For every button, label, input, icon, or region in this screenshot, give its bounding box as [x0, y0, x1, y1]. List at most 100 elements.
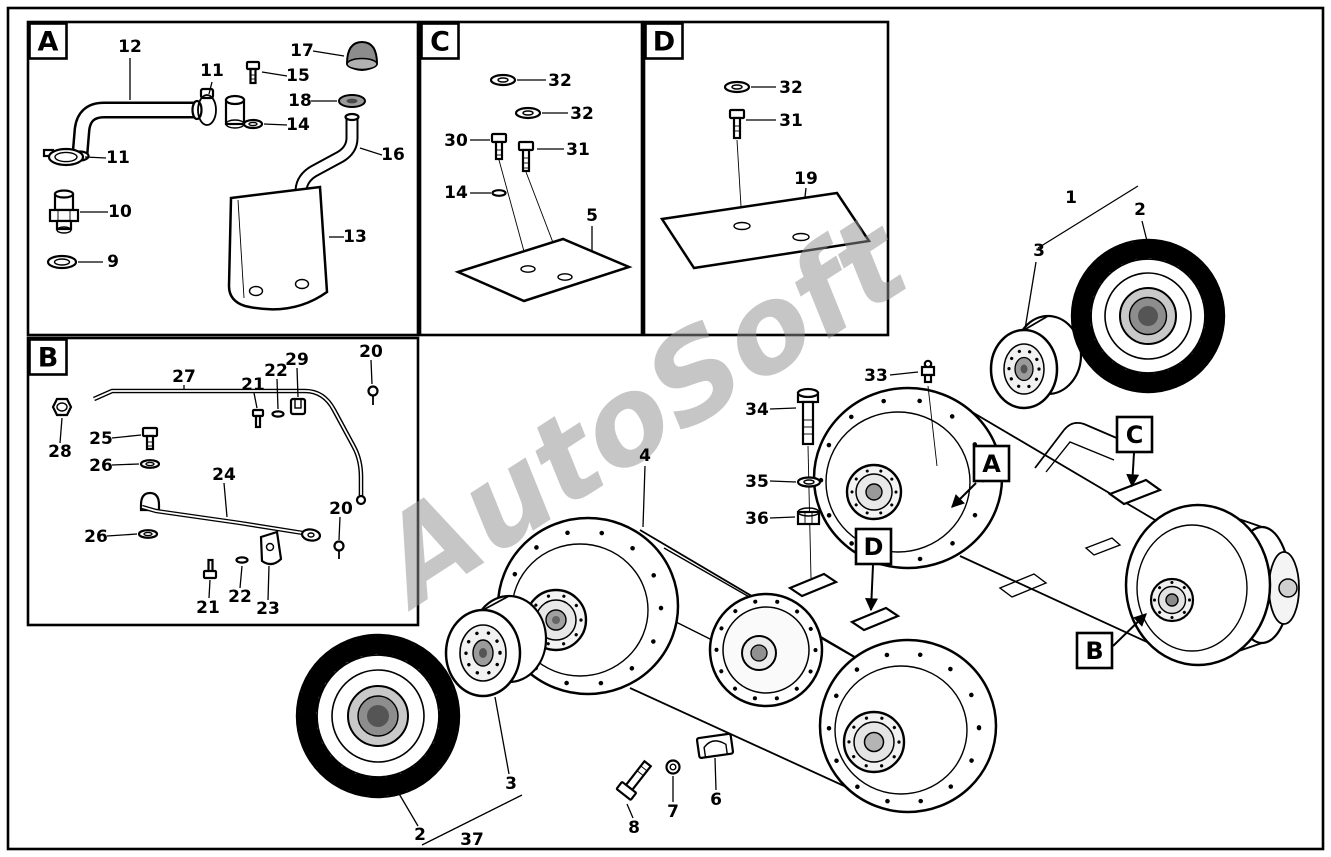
part-21-bolt-top — [251, 408, 265, 429]
rear-axle-assembly — [812, 386, 1300, 667]
inset-c-label: C — [430, 27, 450, 58]
part-label-22-bottom: 22 — [228, 587, 252, 607]
part-32-washer-d — [723, 80, 751, 94]
part-30-bolt — [490, 132, 508, 161]
part-label-21-bottom: 21 — [196, 598, 220, 618]
part-12-pipe — [70, 99, 203, 162]
part-5-plate — [454, 237, 633, 303]
part-label-6: 6 — [710, 790, 722, 810]
part-label-26-top: 26 — [89, 456, 113, 476]
callout-b: B — [1075, 613, 1147, 670]
part-3-rim-front — [444, 594, 548, 698]
part-label-29: 29 — [285, 350, 309, 370]
part-label-21-top: 21 — [241, 375, 265, 395]
part-label-12: 12 — [118, 37, 142, 57]
callout-a-label: A — [982, 450, 1001, 478]
part-36-nut — [796, 507, 821, 526]
part-8-bolt — [615, 759, 653, 801]
part-22-washer-bottom — [235, 556, 249, 564]
part-label-2-front: 2 — [414, 825, 426, 845]
part-7-washer — [665, 759, 681, 775]
part-16-pipe — [293, 112, 360, 199]
part-label-20-bottom: 20 — [329, 499, 353, 519]
callout-c-label: C — [1126, 421, 1144, 449]
main-view: AutoSoft 1 2 3 33 34 35 36 4 2 3 37 6 7 … — [295, 185, 1300, 850]
inset-b-label: B — [38, 343, 59, 374]
part-32-washer-top — [489, 73, 517, 87]
inset-d: D 32 31 19 — [642, 20, 890, 337]
part-label-30: 30 — [444, 131, 468, 151]
part-35-washer — [796, 476, 822, 488]
part-9-washer — [46, 254, 78, 270]
part-label-9: 9 — [107, 252, 119, 272]
part-label-22-top: 22 — [264, 361, 288, 381]
part-11-clamp-top — [197, 87, 217, 126]
part-26-washer-bottom — [137, 529, 159, 539]
part-33-fitting — [920, 359, 938, 467]
part-27-rod — [93, 388, 367, 506]
callout-b-label: B — [1085, 637, 1103, 665]
part-15-bolt — [245, 60, 261, 85]
part-23-bracket — [259, 530, 283, 566]
part-label-23: 23 — [256, 599, 280, 619]
part-label-3-rear: 3 — [1033, 241, 1045, 261]
callout-d-label: D — [864, 533, 884, 561]
part-label-7: 7 — [667, 802, 679, 822]
inset-c: C — [418, 20, 644, 337]
pipe-connector — [224, 94, 246, 129]
part-label-20-top: 20 — [359, 342, 383, 362]
part-14-washer — [242, 118, 264, 130]
inset-b: B — [26, 336, 420, 627]
callout-c: C — [1115, 415, 1154, 488]
part-label-4: 4 — [639, 446, 651, 466]
part-label-37: 37 — [460, 830, 484, 850]
part-14-washer-c — [491, 189, 507, 197]
part-6-bracket — [695, 732, 735, 759]
part-label-26-bottom: 26 — [84, 527, 108, 547]
part-label-15: 15 — [286, 66, 310, 86]
part-10-fitting — [48, 189, 80, 234]
part-label-16: 16 — [381, 145, 405, 165]
part-label-5: 5 — [586, 206, 598, 226]
callout-d: D — [854, 527, 893, 612]
part-label-19: 19 — [794, 169, 818, 189]
part-label-32-d: 32 — [779, 78, 803, 98]
part-label-35: 35 — [745, 472, 769, 492]
part-label-33: 33 — [864, 366, 888, 386]
part-label-10: 10 — [108, 202, 132, 222]
part-29-clip — [289, 397, 307, 416]
part-20-ballstud-top — [367, 385, 379, 405]
part-2-tire-rear — [1070, 238, 1226, 394]
part-label-18: 18 — [288, 91, 312, 111]
part-label-1: 1 — [1065, 188, 1077, 208]
part-label-24: 24 — [212, 465, 236, 485]
part-21-bolt-bottom — [202, 558, 218, 580]
callout-a: A — [951, 444, 1011, 508]
inset-d-label: D — [653, 27, 675, 58]
part-label-8: 8 — [628, 818, 640, 838]
part-label-27: 27 — [172, 367, 196, 387]
part-label-32-top: 32 — [548, 71, 572, 91]
part-32-washer-bottom — [514, 106, 542, 120]
inset-a: A — [26, 20, 420, 337]
part-28-nut — [51, 397, 73, 417]
front-axle-assembly — [496, 516, 1048, 814]
part-label-3-front: 3 — [505, 774, 517, 794]
part-22-washer-top — [271, 410, 285, 418]
part-label-28: 28 — [48, 442, 72, 462]
part-31-bolt — [517, 140, 535, 173]
part-label-14: 14 — [286, 115, 310, 135]
part-label-31: 31 — [566, 140, 590, 160]
inset-a-label: A — [38, 27, 59, 58]
part-label-31-d: 31 — [779, 111, 803, 131]
part-17-cap — [345, 40, 379, 72]
part-26-washer-top — [139, 459, 161, 469]
part-label-11-top: 11 — [200, 61, 224, 81]
part-11-clamp-left — [42, 147, 85, 167]
part-19-plate — [659, 191, 872, 270]
part-18-grommet — [338, 94, 366, 108]
part-2-tire-front — [295, 633, 461, 799]
part-13-bracket — [227, 185, 329, 311]
